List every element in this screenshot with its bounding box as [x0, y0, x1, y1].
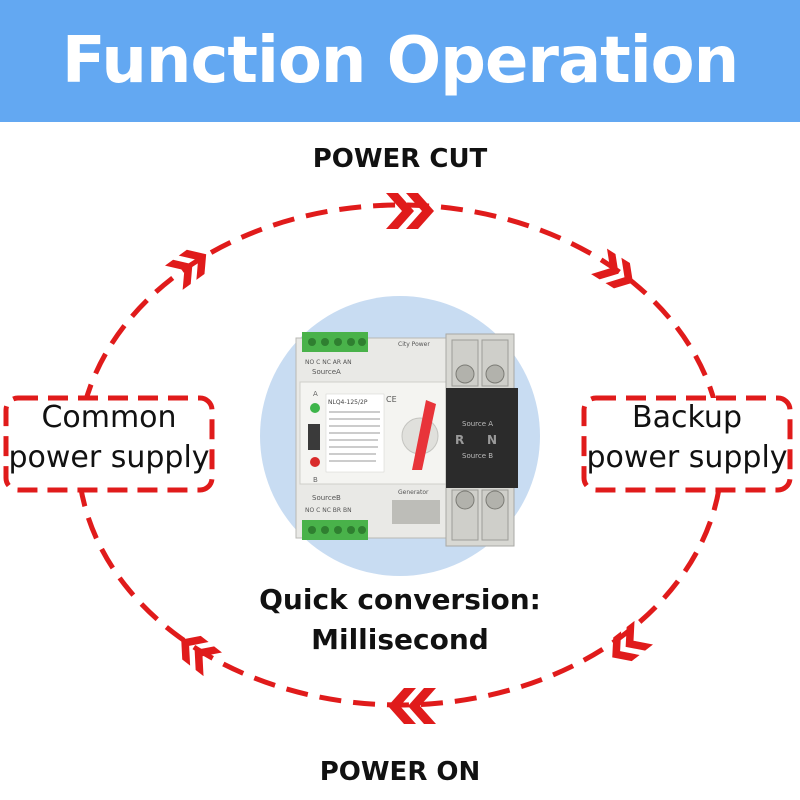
page-title: Function Operation — [61, 24, 739, 98]
transfer-switch-device: NO C NC AR AN SourceA City Power A B NLQ… — [295, 332, 518, 547]
power-cut-label: POWER CUT — [312, 144, 488, 174]
common-supply-box — [3, 395, 215, 493]
bottom-terminal-screws — [308, 526, 366, 534]
bottom-terminal-text: NO C NC BR BN — [305, 507, 352, 514]
arrow-bottom-right-icon — [612, 620, 653, 662]
arrow-bottom-icon — [388, 688, 436, 724]
arrow-top-left-icon — [165, 249, 207, 290]
red-handle — [412, 400, 436, 470]
model-text: NLQ4-125/2P — [328, 399, 368, 406]
source-b-label: SourceB — [312, 494, 341, 502]
backup-supply-line1: Backup — [632, 400, 742, 435]
conversion-caption: Quick conversion: Millisecond — [230, 580, 570, 660]
r-label: R — [455, 433, 464, 447]
backup-supply-label: Backup power supply — [584, 398, 790, 478]
top-terminal-text: NO C NC AR AN — [305, 359, 352, 366]
common-supply-label: Common power supply — [6, 398, 212, 478]
conversion-caption-line1: Quick conversion: — [259, 583, 541, 616]
arrow-top-icon — [386, 193, 434, 229]
logo-plate — [392, 500, 440, 524]
mark-a: A — [313, 390, 318, 398]
common-supply-line2: power supply — [8, 440, 210, 475]
n-label: N — [487, 433, 497, 447]
title-banner: Function Operation — [0, 0, 800, 122]
source-a-label: SourceA — [312, 368, 341, 376]
city-power-label: City Power — [398, 341, 430, 348]
top-terminal-screws — [308, 338, 366, 346]
generator-label: Generator — [398, 489, 429, 496]
common-supply-line1: Common — [41, 400, 177, 435]
spec-lines — [329, 411, 380, 462]
manual-auto-switch — [308, 424, 320, 450]
mark-b: B — [313, 476, 318, 484]
indicator-a-icon — [310, 403, 320, 413]
source-a-text: Source A — [462, 420, 493, 428]
power-on-label: POWER ON — [319, 757, 481, 787]
chevron-arrows — [165, 193, 653, 724]
conversion-caption-line2: Millisecond — [311, 623, 489, 656]
backup-supply-line2: power supply — [586, 440, 788, 475]
indicator-b-icon — [310, 457, 320, 467]
backup-supply-box — [581, 395, 793, 493]
arrow-bottom-left-icon — [181, 635, 222, 677]
source-b-text: Source B — [462, 452, 493, 460]
ce-mark: CE — [386, 395, 397, 404]
arrow-top-right-icon — [591, 248, 633, 289]
breaker-black-cover — [446, 388, 518, 488]
breaker-screws — [451, 339, 509, 541]
